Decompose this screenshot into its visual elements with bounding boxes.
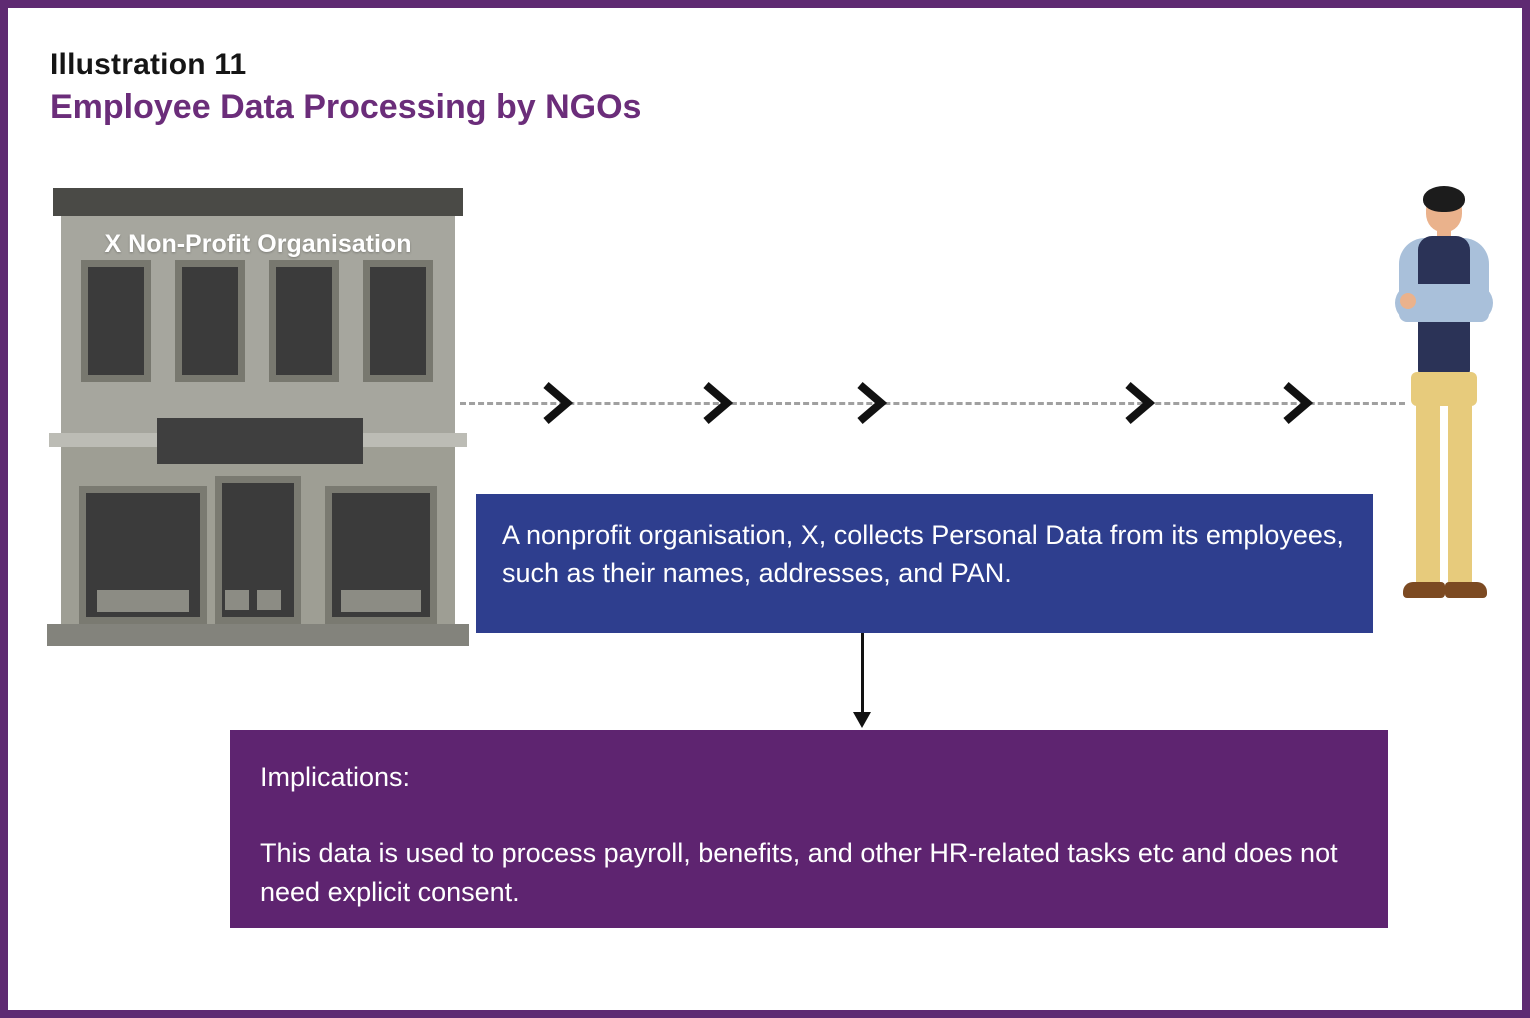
person-leg [1448, 402, 1472, 586]
implications-callout: Implications: This data is used to proce… [230, 730, 1388, 928]
down-arrow-head-icon [853, 712, 871, 728]
building-label: X Non-Profit Organisation [104, 230, 412, 258]
building-vent [341, 590, 421, 612]
chevron-right-icon [854, 380, 888, 426]
person-shoe [1445, 582, 1487, 598]
building-vent [225, 590, 249, 610]
building-window [175, 260, 245, 382]
person-leg [1416, 402, 1440, 586]
person-shoe [1403, 582, 1445, 598]
chevron-right-icon [1280, 380, 1314, 426]
building-vent [97, 590, 189, 612]
data-collection-text: A nonprofit organisation, X, collects Pe… [502, 520, 1344, 589]
building-roof [53, 188, 463, 216]
building-window [269, 260, 339, 382]
data-flow-dashed-line [460, 402, 1405, 405]
person-hand [1400, 293, 1416, 309]
building-window [81, 260, 151, 382]
chevron-right-icon [540, 380, 574, 426]
implications-heading: Implications: [260, 762, 411, 792]
illustration-number: Illustration 11 [50, 48, 247, 81]
data-collection-callout: A nonprofit organisation, X, collects Pe… [476, 494, 1373, 633]
implications-body: This data is used to process payroll, be… [260, 838, 1338, 907]
person-hips [1411, 372, 1477, 406]
ngo-building-illustration: X Non-Profit Organisation [47, 188, 469, 646]
chevron-right-icon [700, 380, 734, 426]
building-vent [257, 590, 281, 610]
down-arrow [861, 633, 864, 715]
chevron-right-icon [1122, 380, 1156, 426]
building-base [47, 624, 469, 646]
employee-figure [1383, 180, 1507, 626]
page-title: Employee Data Processing by NGOs [50, 88, 642, 126]
building-window [363, 260, 433, 382]
person-hair [1423, 186, 1465, 212]
building-sign [157, 418, 363, 464]
